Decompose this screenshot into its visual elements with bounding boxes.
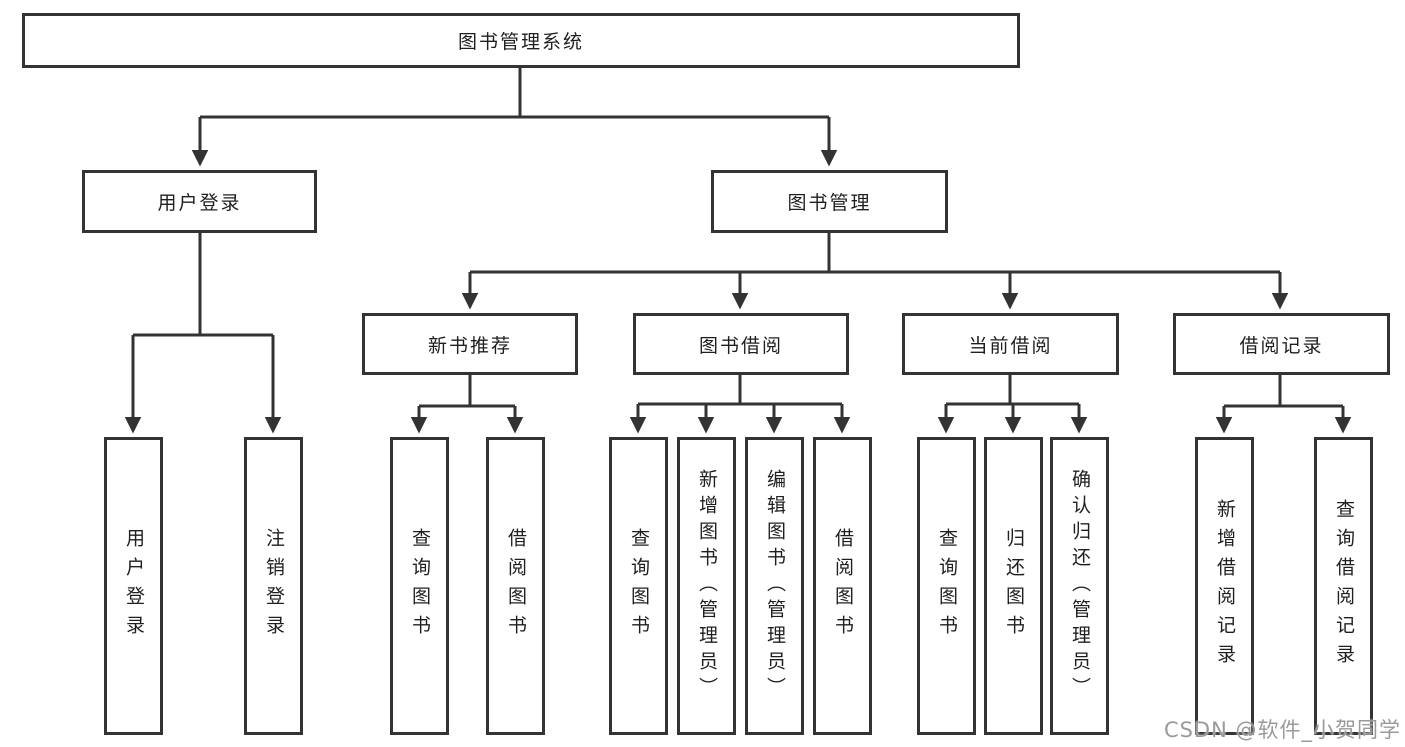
node-book-borrow: 图书借阅 bbox=[633, 313, 849, 375]
node-user-login: 用户登录 bbox=[82, 170, 317, 233]
node-library-system: 图书管理系统 bbox=[22, 13, 1020, 68]
leaf-edit-books-admin: 编辑图书（管理员） bbox=[745, 437, 804, 735]
node-new-book-recommend: 新书推荐 bbox=[362, 313, 578, 375]
leaf-confirm-return-admin: 确认归还（管理员） bbox=[1050, 437, 1109, 735]
node-current-borrow: 当前借阅 bbox=[902, 313, 1119, 375]
node-borrow-records: 借阅记录 bbox=[1173, 313, 1390, 375]
leaf-query-books-recommend: 查询图书 bbox=[390, 437, 449, 735]
node-book-management: 图书管理 bbox=[711, 170, 948, 233]
leaf-query-borrow-record: 查询借阅记录 bbox=[1314, 437, 1373, 735]
leaf-add-books-admin: 新增图书（管理员） bbox=[677, 437, 736, 735]
leaf-logout: 注销登录 bbox=[244, 437, 303, 735]
leaf-borrow-books: 借阅图书 bbox=[813, 437, 872, 735]
leaf-add-borrow-record: 新增借阅记录 bbox=[1195, 437, 1254, 735]
leaf-user-login: 用户登录 bbox=[104, 437, 163, 735]
leaf-borrow-books-recommend: 借阅图书 bbox=[486, 437, 545, 735]
csdn-watermark: CSDN @软件_小贺同学 bbox=[1163, 718, 1401, 742]
leaf-return-books: 归还图书 bbox=[984, 437, 1043, 735]
leaf-query-books-borrow: 查询图书 bbox=[609, 437, 668, 735]
leaf-query-books-current: 查询图书 bbox=[917, 437, 976, 735]
